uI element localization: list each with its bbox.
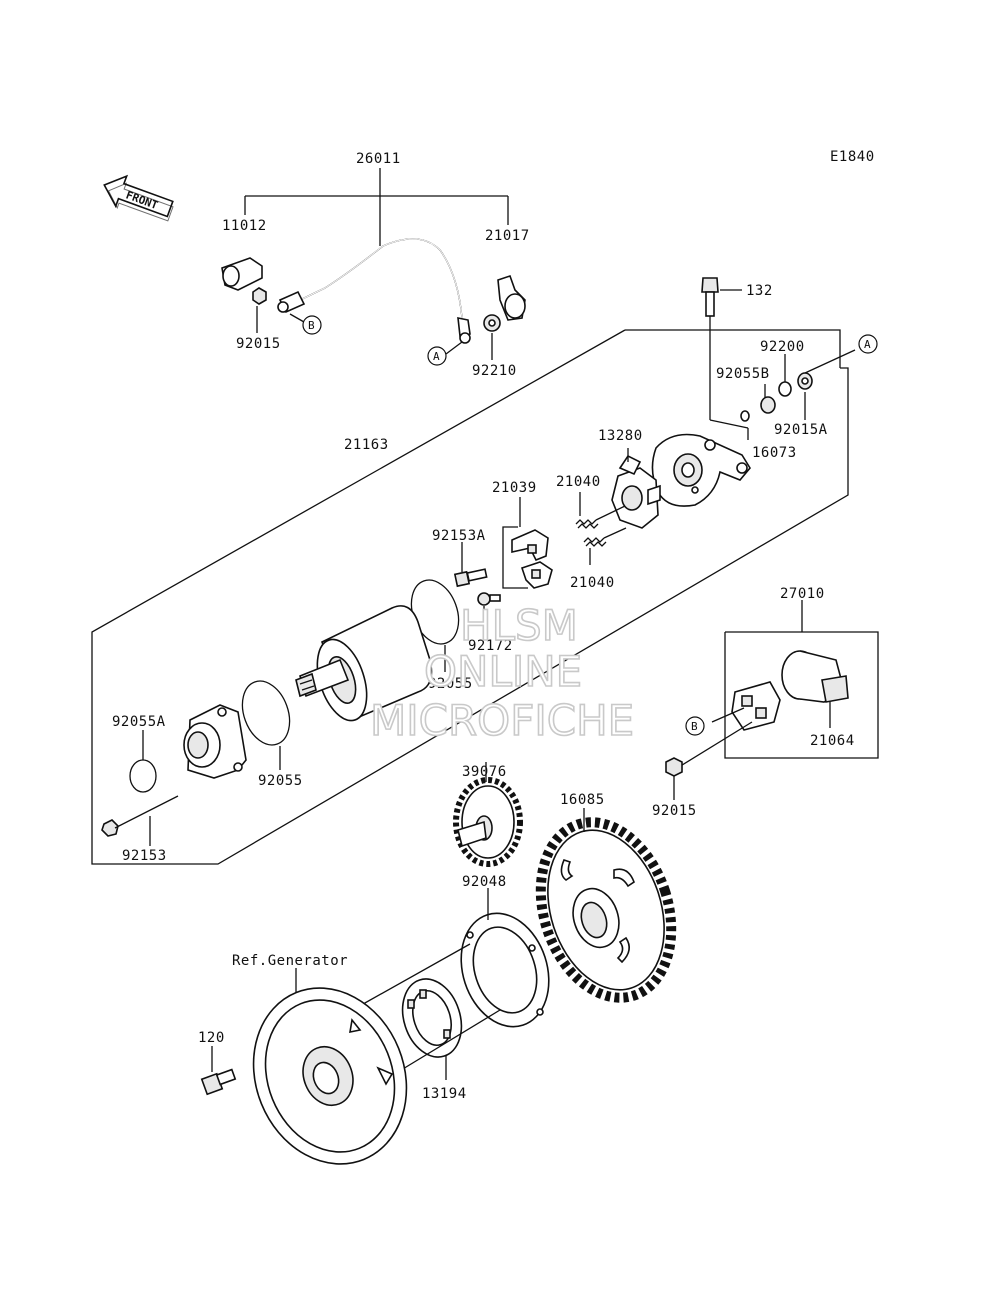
part-label: 92172 bbox=[468, 638, 513, 654]
brush-holder-13280 bbox=[611, 448, 661, 529]
part-label: 92015 bbox=[236, 336, 281, 352]
spring-21040-a bbox=[575, 505, 626, 529]
cable-group bbox=[221, 168, 526, 360]
part-label: 92200 bbox=[760, 339, 805, 355]
part-label: 16073 bbox=[752, 445, 797, 461]
part-label: 92153A bbox=[432, 528, 486, 544]
relay-cover-21064 bbox=[781, 650, 849, 728]
one-way-clutch-13194 bbox=[401, 978, 463, 1080]
washer-92200 bbox=[778, 381, 792, 397]
part-label: 21040 bbox=[570, 575, 615, 591]
diagram-code: E1840 bbox=[830, 149, 875, 165]
part-label: 92015A bbox=[774, 422, 828, 438]
part-label: 21017 bbox=[485, 228, 530, 244]
part-label: 21163 bbox=[344, 437, 389, 453]
svg-text:B: B bbox=[308, 319, 315, 332]
part-label: 13280 bbox=[598, 428, 643, 444]
svg-text:B: B bbox=[691, 720, 698, 733]
callout-b-right: B bbox=[685, 716, 705, 736]
part-label: 21040 bbox=[556, 474, 601, 490]
front-cover bbox=[183, 704, 247, 779]
screw-92172 bbox=[477, 592, 501, 640]
part-label: 92055 bbox=[258, 773, 303, 789]
watermark: HLSM ONLINE MICROFICHE bbox=[369, 600, 635, 746]
callout-b-top: B bbox=[302, 315, 322, 335]
oring-92055A bbox=[129, 759, 157, 793]
generator-rotor bbox=[252, 943, 501, 1165]
brush-plate-21039 bbox=[511, 529, 553, 589]
starter-motor-body bbox=[295, 605, 433, 722]
svg-text:A: A bbox=[864, 338, 871, 351]
idler-gear-39076 bbox=[453, 762, 523, 867]
part-label: 27010 bbox=[780, 586, 825, 602]
long-bolt-92153 bbox=[101, 795, 179, 846]
spring-21040-b bbox=[583, 527, 627, 565]
part-label: 39076 bbox=[462, 764, 507, 780]
part-label: 13194 bbox=[422, 1086, 467, 1102]
callout-a-right: A bbox=[858, 334, 878, 354]
part-label: 92048 bbox=[462, 874, 507, 890]
end-cover-16073 bbox=[651, 419, 751, 507]
part-label: Ref.Generator bbox=[232, 953, 348, 969]
bolt-120 bbox=[200, 1046, 237, 1096]
part-label: 92015 bbox=[652, 803, 697, 819]
part-label: 92153 bbox=[122, 848, 167, 864]
part-label: 16085 bbox=[560, 792, 605, 808]
screw-92153A bbox=[453, 542, 488, 588]
clutch-plate-92048 bbox=[460, 888, 550, 1028]
nut-92015-low bbox=[665, 757, 683, 777]
part-label: 21064 bbox=[810, 733, 855, 749]
nut-92015A-small bbox=[760, 396, 776, 414]
part-label: 92055B bbox=[716, 366, 770, 382]
part-label: 26011 bbox=[356, 151, 401, 167]
clutch-gear-16085 bbox=[535, 808, 677, 1003]
watermark-line-2: ONLINE bbox=[424, 647, 582, 696]
part-label: 132 bbox=[746, 283, 773, 299]
part-label: 11012 bbox=[222, 218, 267, 234]
watermark-line-1: HLSM bbox=[460, 601, 578, 650]
svg-text:A: A bbox=[433, 350, 440, 363]
front-arrow-icon: FRONT bbox=[103, 174, 174, 222]
bolt-132 bbox=[701, 277, 742, 420]
oring-92055B bbox=[740, 410, 750, 422]
watermark-line-3: MICROFICHE bbox=[370, 696, 634, 745]
starter-relay bbox=[673, 681, 781, 771]
part-label: 21039 bbox=[492, 480, 537, 496]
callout-a-top: A bbox=[427, 346, 447, 366]
part-label: 92055A bbox=[112, 714, 166, 730]
oring-92055-low bbox=[241, 680, 291, 746]
part-label: 120 bbox=[198, 1030, 225, 1046]
part-label: 92210 bbox=[472, 363, 517, 379]
part-label: 92055 bbox=[428, 676, 473, 692]
